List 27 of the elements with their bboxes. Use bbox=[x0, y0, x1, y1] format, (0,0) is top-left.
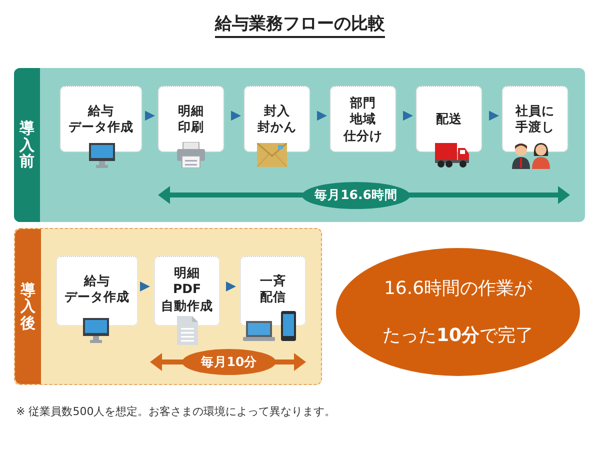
step-label: 封入封かん bbox=[258, 103, 296, 136]
process-box bbox=[330, 86, 396, 152]
step-label: 明細印刷 bbox=[178, 103, 204, 136]
flow-panel bbox=[14, 68, 585, 222]
process-box bbox=[56, 256, 138, 326]
process-box bbox=[60, 86, 142, 152]
flow-panel bbox=[14, 228, 322, 385]
process-box bbox=[240, 256, 306, 326]
panel-tab-label: 導入後 bbox=[15, 229, 41, 384]
footnote: ※ 従業員数500人を想定。お客さまの環境によって異なります。 bbox=[16, 404, 336, 419]
step-label: 一斉配信 bbox=[260, 273, 286, 306]
diagram-title: 給与業務フローの比較 bbox=[0, 12, 600, 35]
result-text: 16.6時間の作業がたった10分で完了 bbox=[382, 276, 534, 348]
panel-tab-label: 導入前 bbox=[14, 68, 40, 222]
flow-arrow bbox=[145, 110, 155, 121]
process-box bbox=[244, 86, 310, 152]
step-label: 給与データ作成 bbox=[68, 103, 134, 136]
process-box bbox=[158, 86, 224, 152]
step-label: 部門地域仕分け bbox=[344, 95, 382, 144]
process-box bbox=[154, 256, 220, 326]
process-box bbox=[416, 86, 482, 152]
step-label: 給与データ作成 bbox=[64, 273, 130, 306]
step-label: 配送 bbox=[436, 111, 462, 128]
process-box bbox=[502, 86, 568, 152]
flow-arrow bbox=[140, 282, 150, 292]
step-label: 明細PDF自動作成 bbox=[161, 265, 213, 314]
step-label: 社員に手渡し bbox=[516, 103, 554, 136]
